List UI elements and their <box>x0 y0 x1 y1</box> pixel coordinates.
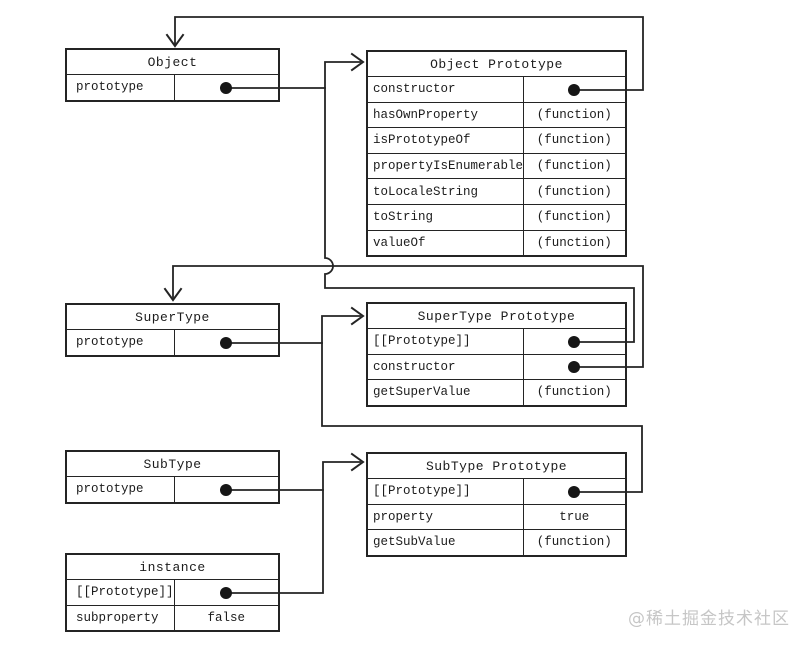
arrowhead-down-into-object-icon <box>165 33 185 48</box>
row-value <box>175 477 279 502</box>
row-value: (function) <box>536 107 612 122</box>
row-label: getSuperValue <box>368 380 524 405</box>
watermark-text: @稀土掘金技术社区 <box>628 609 790 629</box>
row-label: [[Prototype]] <box>368 479 524 504</box>
row-value <box>175 330 279 355</box>
row-value <box>524 77 626 102</box>
arrowhead-right-into-subtypeprototype-icon <box>350 452 365 472</box>
arrowhead-down-into-supertype-icon <box>163 287 183 302</box>
row-label: hasOwnProperty <box>368 102 524 128</box>
row-label: toString <box>368 204 524 230</box>
subtype-prototype-row-internal-prototype: [[Prototype]] <box>368 478 625 504</box>
supertype-prototype-row-internal-prototype: [[Prototype]] <box>368 328 625 354</box>
box-instance: instance [[Prototype]] subproperty false <box>65 553 280 633</box>
box-object-prototype-title: Object Prototype <box>430 56 563 72</box>
subtype-prototype-row-property: property true <box>368 503 625 530</box>
box-supertype-prototype-title: SuperType Prototype <box>417 308 576 324</box>
box-subtype-prototype: SubType Prototype [[Prototype]] property… <box>366 452 627 557</box>
row-label: prototype <box>67 477 175 502</box>
box-object-title: Object <box>147 54 198 70</box>
box-subtype-prototype-title: SubType Prototype <box>425 458 568 474</box>
box-subtype: SubType prototype <box>65 450 280 504</box>
row-value: true <box>559 509 590 524</box>
row-value <box>524 355 626 380</box>
row-label: toLocaleString <box>368 179 524 204</box>
instance-row-internal-prototype: [[Prototype]] <box>67 579 278 605</box>
arrowhead-right-into-objectprototype-icon <box>350 52 365 72</box>
row-label: propertyIsEnumerable <box>368 153 524 179</box>
row-value <box>524 329 626 354</box>
row-label: subproperty <box>67 605 175 631</box>
row-label: valueOf <box>368 230 524 256</box>
object-prototype-row-constructor: constructor <box>368 76 625 102</box>
row-label: prototype <box>67 75 175 100</box>
row-label: property <box>368 504 524 530</box>
subtype-row-prototype: prototype <box>67 476 278 502</box>
instance-row-subproperty: subproperty false <box>67 604 278 631</box>
box-object-prototype: Object Prototype constructor hasOwnPrope… <box>366 50 627 258</box>
box-supertype-prototype: SuperType Prototype [[Prototype]] constr… <box>366 302 627 407</box>
row-value: (function) <box>536 210 612 225</box>
box-subtype-title: SubType <box>143 456 202 472</box>
object-prototype-row-tolocalestring: toLocaleString (function) <box>368 178 625 204</box>
row-value: (function) <box>536 235 612 250</box>
box-instance-title: instance <box>139 559 206 575</box>
row-label: constructor <box>368 77 524 102</box>
row-label: getSubValue <box>368 530 524 555</box>
arrowhead-right-into-supertypeprototype-icon <box>350 306 365 326</box>
row-value: (function) <box>536 385 612 400</box>
row-value: (function) <box>536 184 612 199</box>
supertype-prototype-row-constructor: constructor <box>368 353 626 380</box>
row-value: (function) <box>536 535 612 550</box>
row-value <box>175 580 279 605</box>
object-prototype-row-valueof: valueOf (function) <box>368 229 625 256</box>
box-supertype: SuperType prototype <box>65 303 280 357</box>
supertype-prototype-row-getsupervalue: getSuperValue (function) <box>368 379 625 405</box>
row-value: false <box>207 610 245 625</box>
box-object: Object prototype <box>65 48 280 102</box>
row-label: [[Prototype]] <box>368 329 524 354</box>
row-label: [[Prototype]] <box>67 580 175 605</box>
object-prototype-row-hasownproperty: hasOwnProperty (function) <box>368 101 625 128</box>
object-prototype-row-isprototypeof: isPrototypeOf (function) <box>368 127 625 153</box>
row-value <box>175 75 279 100</box>
row-value <box>524 479 626 504</box>
object-prototype-row-propertyisenumerable: propertyIsEnumerable (function) <box>368 152 625 179</box>
object-row-prototype: prototype <box>67 74 278 100</box>
box-supertype-title: SuperType <box>135 309 210 325</box>
object-prototype-row-tostring: toString (function) <box>368 203 625 230</box>
row-label: isPrototypeOf <box>368 128 524 153</box>
subtype-prototype-row-getsubvalue: getSubValue (function) <box>368 529 625 555</box>
row-label: prototype <box>67 330 175 355</box>
row-label: constructor <box>368 354 524 380</box>
row-value: (function) <box>536 133 612 148</box>
supertype-row-prototype: prototype <box>67 329 278 355</box>
row-value: (function) <box>536 159 612 174</box>
